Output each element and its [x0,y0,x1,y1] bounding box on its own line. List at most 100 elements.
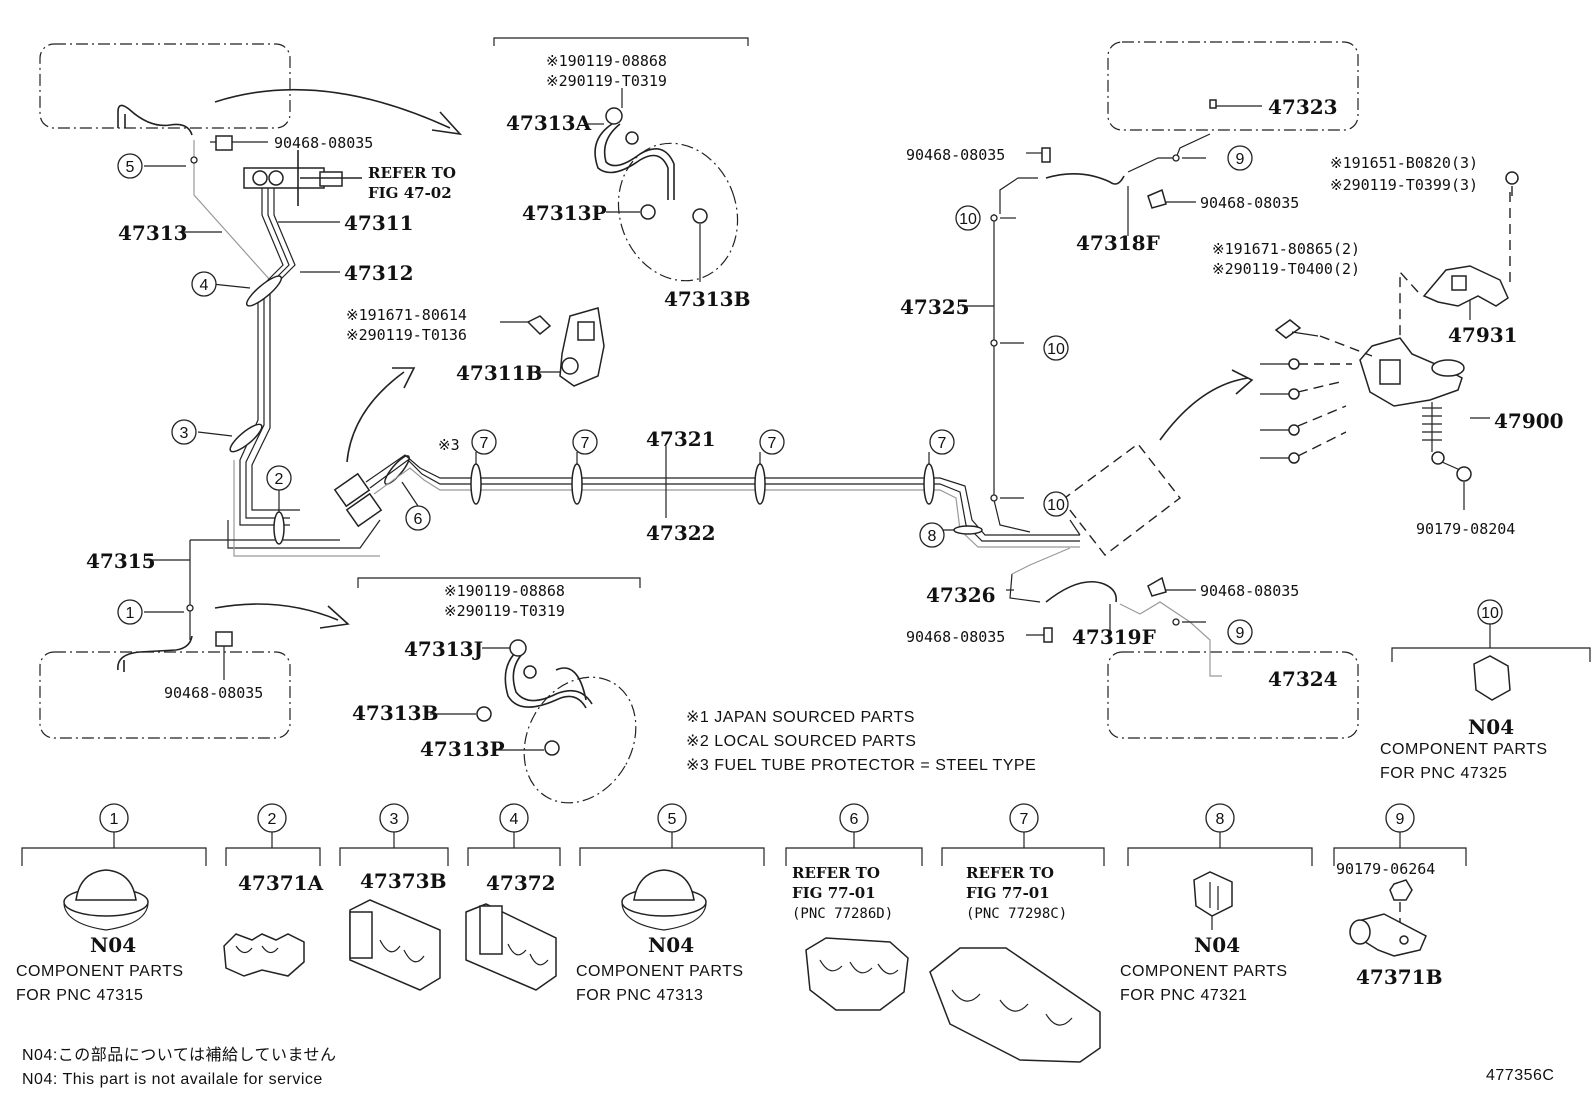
sourced-right2-1: ※191671-80865(2) [1212,240,1360,258]
c9-pn-top: 90179-06264 [1336,860,1435,878]
label-47313: 47313 [118,221,188,245]
svg-text:8: 8 [1216,811,1225,828]
label-clip-top-left: 90468-08035 [274,134,373,152]
label-47313B-top: 47313B [664,287,750,311]
label-47313P-bottom: 47313P [420,737,505,761]
svg-text:10: 10 [959,211,977,228]
label-47321: 47321 [646,427,716,451]
svg-text:4: 4 [200,277,209,294]
note-2: ※2 LOCAL SOURCED PARTS [686,733,916,750]
svg-text:9: 9 [1396,811,1405,828]
c8-line2: FOR PNC 47321 [1120,987,1247,1004]
note-1: ※1 JAPAN SOURCED PARTS [686,709,915,726]
label-47900: 47900 [1494,409,1564,433]
sourced-right1-2: ※290119-T0399(3) [1330,176,1478,194]
label-47931: 47931 [1448,323,1518,347]
label-clip-right-3: 90468-08035 [1200,582,1299,600]
c10-line1: COMPONENT PARTS [1380,741,1548,758]
svg-text:2: 2 [268,811,277,828]
c7-r2: FIG 77-01 [966,884,1050,902]
label-47313B-bottom: 47313B [352,701,438,725]
clip-icon [215,135,233,151]
arrow-right [1159,377,1249,441]
c1-code: N04 [90,933,136,957]
sourced-bot-1: ※190119-08868 [444,582,565,600]
label-clip-right-2: 90468-08035 [1200,194,1299,212]
svg-text:2: 2 [275,471,284,488]
label-47319F: 47319F [1072,625,1156,649]
footer-jp: N04:この部品については補給していません [22,1046,337,1064]
svg-text:6: 6 [850,811,859,828]
center-brake-lines [365,443,1181,556]
note-3: ※3 FUEL TUBE PROTECTOR = STEEL TYPE [686,757,1036,774]
arrow-top-left [214,88,451,129]
footer-en: N04: This part is not availale for servi… [22,1071,323,1088]
arrow-mid-left [346,371,405,463]
c5-code: N04 [648,933,694,957]
c3-pn: 47373B [360,869,446,893]
c10-code: N04 [1468,715,1514,739]
label-47313J: 47313J [404,637,483,661]
svg-text:7: 7 [581,435,590,452]
c5-line2: FOR PNC 47313 [576,987,703,1004]
label-47324: 47324 [1268,667,1338,691]
mid-bracket-detail [500,307,605,387]
svg-text:7: 7 [480,435,489,452]
label-47322: 47322 [646,521,716,545]
c4-pn: 47372 [486,871,556,895]
svg-text:10: 10 [1047,497,1065,514]
label-clip-bottom-left: 90468-08035 [164,684,263,702]
sourced-mid-2: ※290119-T0136 [346,326,467,344]
actuator-assembly [1260,171,1519,510]
refer-to-text: REFER TO [368,164,456,182]
sourced-right2-2: ※290119-T0400(2) [1212,260,1360,278]
sourced-mid-1: ※191671-80614 [346,306,467,324]
label-clip-right-1: 90468-08035 [906,146,1005,164]
component-row: 1 2 3 4 5 6 7 8 9 [16,803,1467,1063]
arrow-bottom-left [214,603,339,621]
label-47311: 47311 [344,211,414,235]
label-47318F: 47318F [1076,231,1160,255]
svg-text:3: 3 [390,811,399,828]
sourced-top-2: ※290119-T0319 [546,72,667,90]
label-47313A: 47313A [506,111,592,135]
clip-icon [215,631,233,647]
c7-r3: (PNC 77298C) [966,906,1067,922]
svg-text:7: 7 [1020,811,1029,828]
front-hose-detail [493,37,749,282]
label-47323: 47323 [1268,95,1338,119]
rear-hose-detail [357,577,641,804]
svg-text:3: 3 [180,425,189,442]
c1-line1: COMPONENT PARTS [16,963,184,980]
label-47326: 47326 [926,583,996,607]
label-47311B: 47311B [456,361,542,385]
rear-right-wheel-box [1107,651,1359,739]
label-47313P-top: 47313P [522,201,607,225]
svg-text:9: 9 [1236,151,1245,168]
right-brake-lines [962,99,1262,677]
diagram-id: 477356C [1486,1067,1554,1084]
svg-text:5: 5 [126,159,135,176]
svg-text:8: 8 [928,528,937,545]
c5-line1: COMPONENT PARTS [576,963,744,980]
c2-pn: 47371A [238,871,324,895]
c6-r2: FIG 77-01 [792,884,876,902]
label-47325: 47325 [900,295,970,319]
front-right-wheel-box [1107,41,1359,131]
clamp-icon [1473,655,1511,701]
svg-text:10: 10 [1481,605,1499,622]
svg-text:9: 9 [1236,625,1245,642]
c6-r1: REFER TO [792,864,880,882]
c9-pn: 47371B [1356,965,1442,989]
label-47312: 47312 [344,261,414,285]
left-brake-lines [117,104,410,680]
svg-text:4: 4 [510,811,519,828]
c8-code: N04 [1194,933,1240,957]
sourced-top-1: ※190119-08868 [546,52,667,70]
svg-text:10: 10 [1047,341,1065,358]
c6-r3: (PNC 77286D) [792,906,893,922]
c1-line2: FOR PNC 47315 [16,987,143,1004]
svg-text:7: 7 [768,435,777,452]
sourced-right1-1: ※191651-B0820(3) [1330,154,1478,172]
